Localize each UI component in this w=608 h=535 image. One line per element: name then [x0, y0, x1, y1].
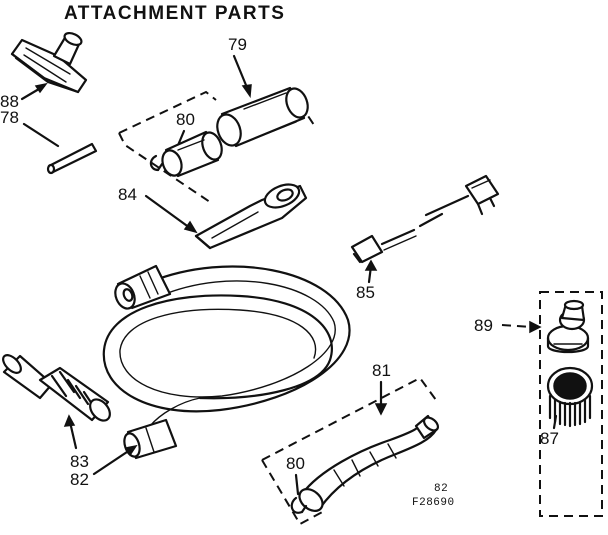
- callout-89: 89: [474, 316, 493, 335]
- callout-85: 85: [356, 283, 375, 302]
- leader-82-left: [92, 444, 138, 476]
- part-83-swivel-handle: [2, 354, 111, 422]
- callout-82-left: 82: [70, 470, 89, 489]
- diagram-title: ATTACHMENT PARTS: [64, 3, 285, 24]
- callout-81: 81: [372, 361, 391, 380]
- callout-80-lower: 80: [286, 454, 305, 473]
- part-82-hose-cuff-bottom: [123, 418, 178, 460]
- part-89-dusting-brush: [546, 299, 590, 354]
- callout-78: 78: [0, 108, 19, 127]
- group-extension-hose-81: [261, 376, 437, 526]
- leader-80-lower: [294, 473, 300, 496]
- part-82-hose-cuff-top: [114, 264, 172, 310]
- part-82-hose-coil: [102, 265, 351, 427]
- leader-89: [501, 320, 542, 334]
- callout-80-upper: 80: [176, 110, 195, 129]
- leader-81: [374, 380, 388, 416]
- leader-84: [144, 194, 198, 234]
- part-84-crevice-tool: [194, 183, 308, 250]
- leader-87: [552, 414, 558, 430]
- group-brushes-89-87: [539, 291, 603, 517]
- leader-78: [22, 122, 60, 148]
- callout-83: 83: [70, 452, 89, 471]
- leader-83: [63, 414, 78, 450]
- callout-87: 87: [540, 429, 559, 448]
- part-87-brush: [546, 366, 594, 428]
- callout-88: 88: [0, 92, 19, 111]
- leader-79: [232, 54, 252, 99]
- leader-88: [20, 82, 48, 101]
- part-80-clip-lower: [290, 496, 308, 514]
- part-80-clip-upper: [149, 154, 164, 172]
- leader-85: [364, 259, 378, 284]
- part-85-cord-assembly: [350, 174, 500, 264]
- callout-79: 79: [228, 35, 247, 54]
- part-78-pin: [46, 142, 98, 175]
- part-88-nozzle: [10, 31, 88, 94]
- callout-84: 84: [118, 185, 137, 204]
- part-80-short-tube: [161, 130, 223, 178]
- note-82: 82: [434, 483, 448, 495]
- part-79-wand-tube: [216, 86, 309, 148]
- figure-code: F28690: [412, 497, 455, 509]
